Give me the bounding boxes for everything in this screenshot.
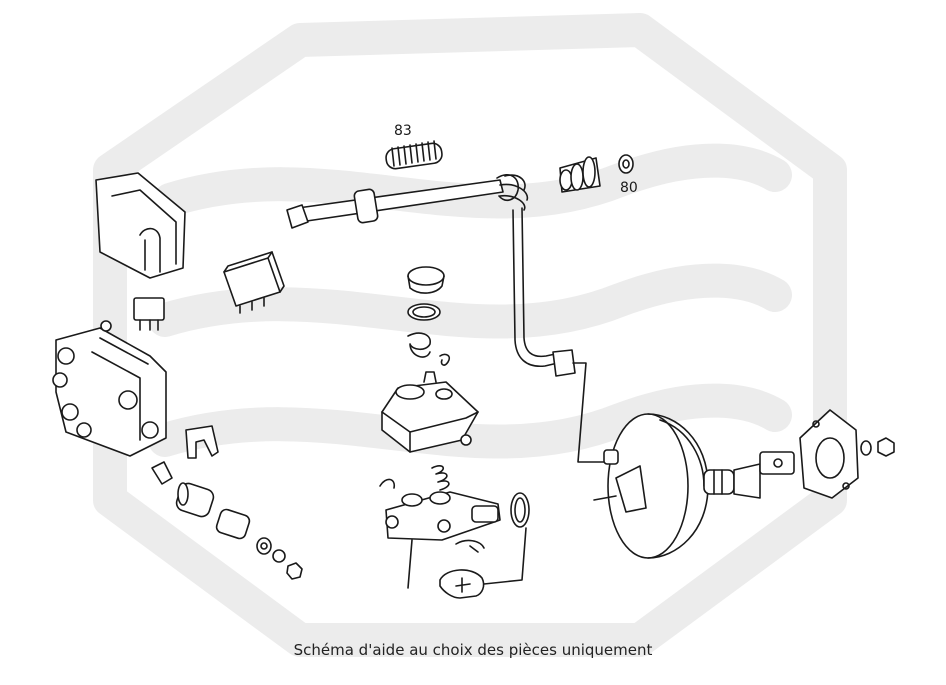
spring-83 <box>385 140 443 170</box>
callout-83: 83 <box>394 123 412 139</box>
reservoir-cap-stack <box>407 266 451 366</box>
brake-pipe-bent <box>512 207 576 377</box>
abs-cover <box>95 172 186 279</box>
nuts <box>860 437 895 457</box>
leader-line-servo <box>572 362 605 463</box>
mount-parts <box>151 461 303 580</box>
flex-hose <box>499 174 529 211</box>
relay <box>223 251 285 314</box>
watermark-logo <box>93 13 847 657</box>
gasket-plate <box>799 409 859 499</box>
bracket <box>185 425 219 459</box>
o-ring <box>510 492 530 528</box>
clip-part <box>439 569 485 599</box>
brake-booster <box>593 413 761 559</box>
master-cylinder <box>379 465 501 553</box>
boot-80 <box>559 154 634 193</box>
brake-fluid-reservoir <box>381 371 479 453</box>
pushrod-clevis <box>759 451 795 475</box>
callout-80: 80 <box>620 180 638 196</box>
connector-small <box>133 297 165 331</box>
diagram-caption: Schéma d'aide au choix des pièces unique… <box>293 641 653 659</box>
brake-tube-left <box>286 174 520 229</box>
hydraulic-unit <box>52 320 167 457</box>
leader-lines-bottom <box>407 527 527 589</box>
